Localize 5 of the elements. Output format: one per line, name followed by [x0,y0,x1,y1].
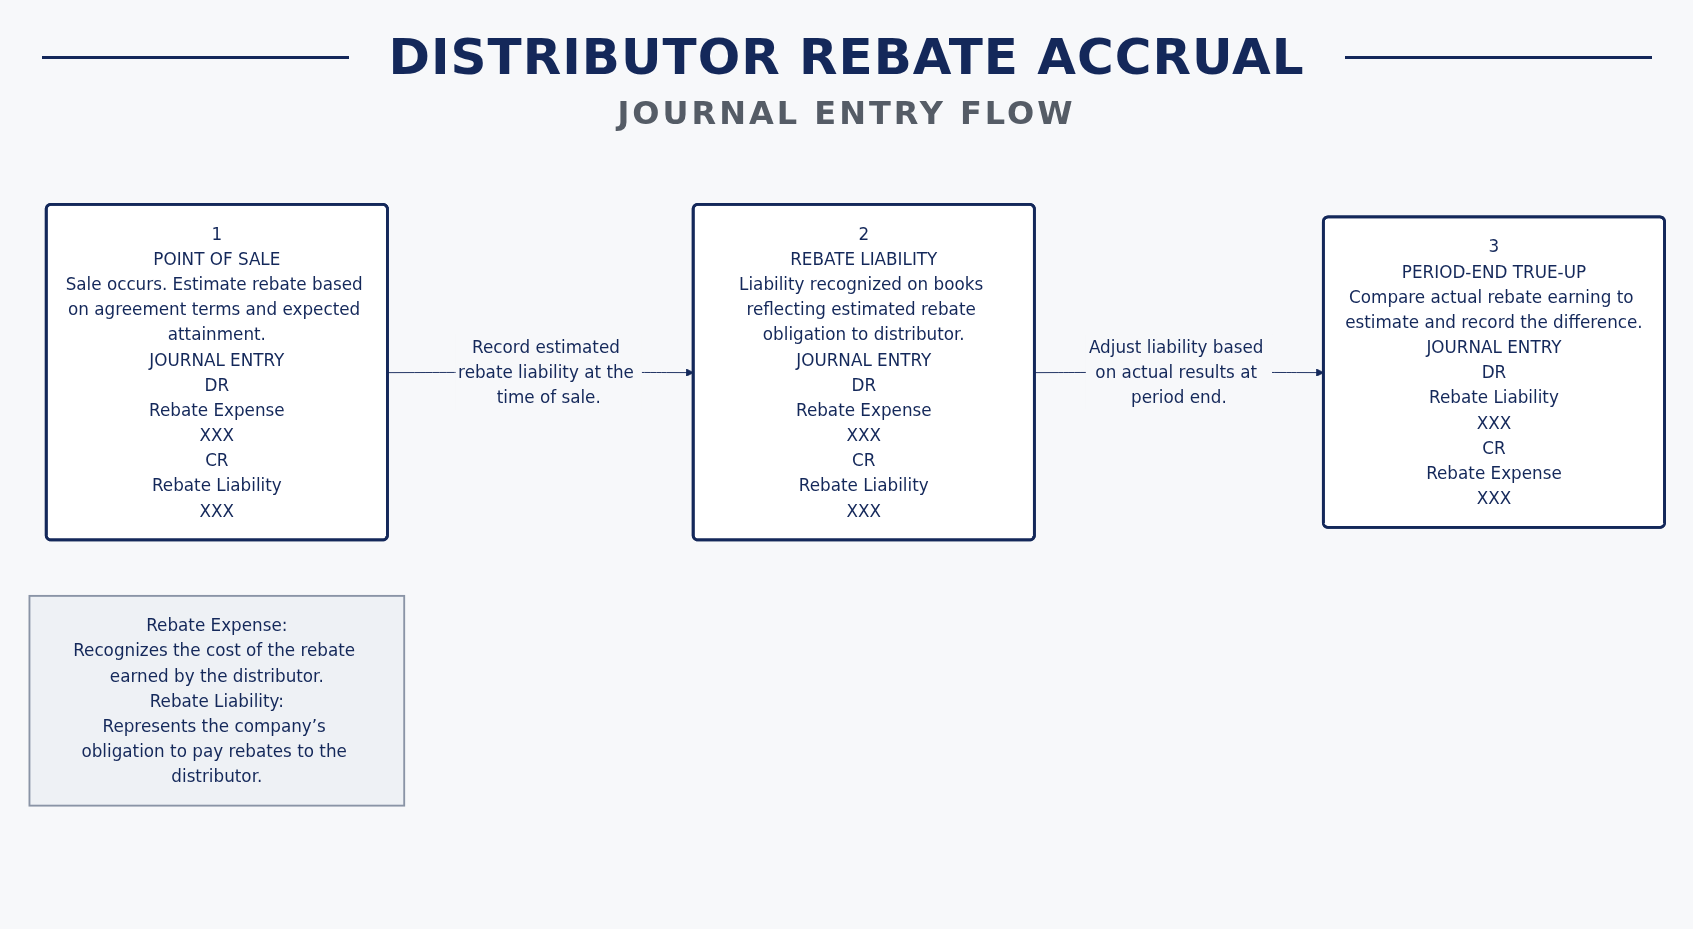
title: DISTRIBUTOR REBATE ACCRUAL [388,28,1305,86]
edge-label: Record estimated rebate liability at the time of sale. [457,337,634,408]
subtitle: JOURNAL ENTRY FLOW [617,94,1076,132]
node-box: Rebate Expense: Recognizes the cost of the rebate earned by the distributor. Rebate Liability: Represents the company’s obligation to pay rebates to the distributor. [28,594,405,807]
edge-label: Adjust liability based on actual results at period end. [1088,337,1263,408]
